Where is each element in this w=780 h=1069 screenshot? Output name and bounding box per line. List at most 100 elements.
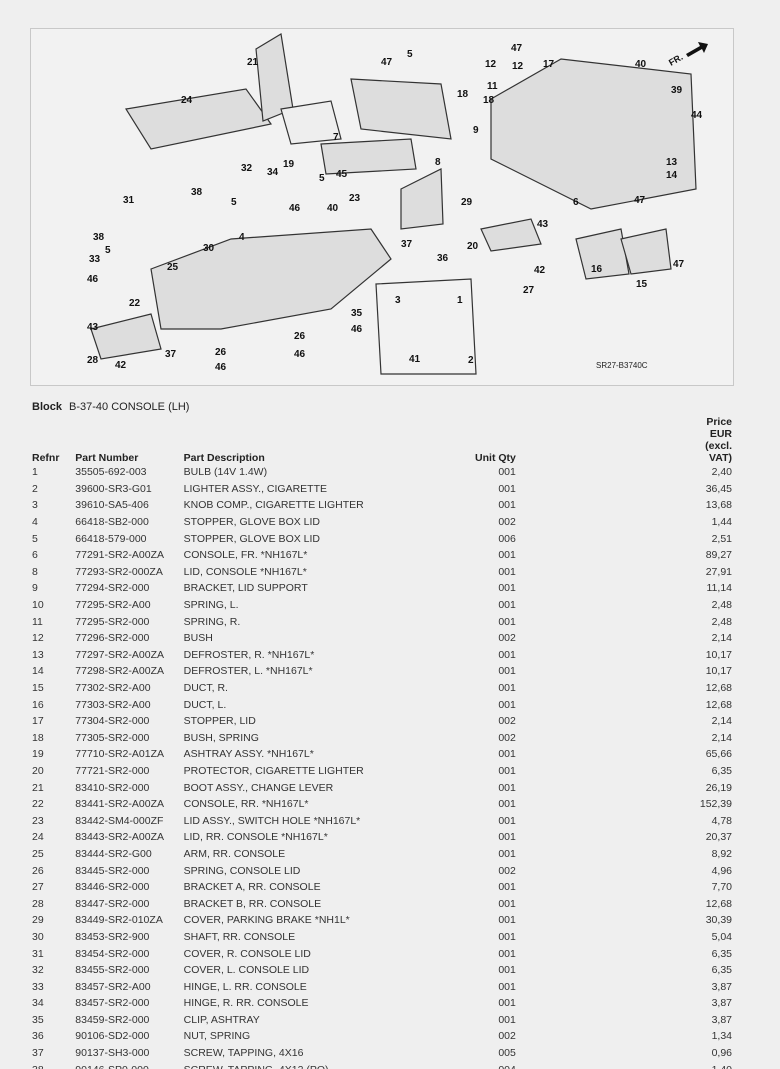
cell-part-number[interactable]: 35505-692-003 — [75, 466, 147, 479]
bracket-a-shape — [480, 218, 542, 252]
callout-number: 5 — [407, 49, 413, 60]
cell-price: 12,68 — [705, 897, 732, 910]
cell-part-number[interactable]: 77295-SR2-000 — [75, 615, 150, 628]
callout-number: 43 — [537, 219, 549, 230]
callout-number: 5 — [231, 197, 237, 208]
header-price: Price EUR(excl. VAT) — [696, 416, 736, 464]
callout-number: 9 — [473, 125, 479, 136]
cell-unit-qty: 005 — [498, 1047, 516, 1060]
cell-part-number[interactable]: 66418-579-000 — [75, 532, 147, 545]
callout-number: 33 — [89, 254, 101, 265]
cell-part-number[interactable]: 77710-SR2-A01ZA — [75, 748, 164, 761]
cell-part-number[interactable]: 77294-SR2-000 — [75, 582, 150, 595]
lighter-box — [375, 278, 477, 375]
cell-unit-qty: 002 — [498, 632, 516, 645]
cell-part-number[interactable]: 83447-SR2-000 — [75, 897, 150, 910]
cell-description: NUT, SPRING — [183, 1030, 251, 1043]
callout-number: 31 — [123, 195, 135, 206]
cell-description: BULB (14V 1.4W) — [183, 466, 268, 479]
callout-number: 16 — [591, 264, 603, 275]
callout-number: 40 — [327, 203, 339, 214]
callout-number: 46 — [215, 362, 227, 373]
cell-refnr: 8 — [32, 565, 38, 578]
callout-number: 25 — [167, 262, 179, 273]
cell-part-number[interactable]: 77297-SR2-A00ZA — [75, 648, 164, 661]
cell-part-number[interactable]: 83449-SR2-010ZA — [75, 914, 163, 927]
cell-part-number[interactable]: 83445-SR2-000 — [75, 864, 150, 877]
header-price-line1: Price EUR — [706, 416, 732, 440]
cell-part-number[interactable]: 90137-SH3-000 — [75, 1047, 150, 1060]
cell-part-number[interactable]: 77298-SR2-A00ZA — [75, 665, 164, 678]
cell-unit-qty: 001 — [498, 665, 516, 678]
boot-frame-shape — [280, 100, 342, 145]
cell-part-number[interactable]: 83457-SR2-000 — [75, 997, 150, 1010]
cell-part-number[interactable]: 66418-SB2-000 — [75, 516, 149, 529]
cell-part-number[interactable]: 77295-SR2-A00 — [75, 599, 151, 612]
cell-part-number[interactable]: 83441-SR2-A00ZA — [75, 798, 164, 811]
callout-number: 1 — [457, 295, 463, 306]
cell-refnr: 30 — [32, 930, 44, 943]
callout-number: 17 — [543, 59, 555, 70]
callout-number: 29 — [461, 197, 473, 208]
cell-unit-qty: 002 — [498, 1030, 516, 1043]
header-refnr: Refnr — [32, 452, 60, 464]
cell-description: LID ASSY., SWITCH HOLE *NH167L* — [183, 814, 361, 827]
cell-description: COVER, PARKING BRAKE *NH1L* — [183, 914, 350, 927]
callout-number: 14 — [666, 170, 678, 181]
header-part-number: Part Number — [75, 452, 139, 464]
cell-part-number[interactable]: 77303-SR2-A00 — [75, 698, 151, 711]
cell-price: 6,35 — [711, 764, 732, 777]
cell-part-number[interactable]: 83453-SR2-900 — [75, 930, 150, 943]
callout-number: 38 — [93, 232, 105, 243]
cell-part-number[interactable]: 83443-SR2-A00ZA — [75, 831, 164, 844]
cell-price: 27,91 — [705, 565, 732, 578]
cell-part-number[interactable]: 83459-SR2-000 — [75, 1013, 150, 1026]
cell-description: DEFROSTER, R. *NH167L* — [183, 648, 315, 661]
cell-part-number[interactable]: 77304-SR2-000 — [75, 715, 150, 728]
cell-part-number[interactable]: 83446-SR2-000 — [75, 881, 150, 894]
cell-description: DUCT, R. — [183, 682, 228, 695]
cell-part-number[interactable]: 39610-SA5-406 — [75, 499, 149, 512]
cell-unit-qty: 002 — [498, 516, 516, 529]
cell-refnr: 23 — [32, 814, 44, 827]
cell-part-number[interactable]: 77291-SR2-A00ZA — [75, 549, 164, 562]
cell-unit-qty: 001 — [498, 582, 516, 595]
cell-part-number[interactable]: 83410-SR2-000 — [75, 781, 150, 794]
cell-price: 12,68 — [705, 682, 732, 695]
front-arrow-icon — [686, 42, 708, 57]
callout-number: 15 — [636, 279, 648, 290]
cell-part-number[interactable]: 77293-SR2-000ZA — [75, 565, 163, 578]
cell-refnr: 26 — [32, 864, 44, 877]
callout-number: 34 — [267, 167, 279, 178]
cell-part-number[interactable]: 83457-SR2-A00 — [75, 980, 151, 993]
cell-description: STOPPER, GLOVE BOX LID — [183, 532, 320, 545]
cell-description: LID, RR. CONSOLE *NH167L* — [183, 831, 328, 844]
cell-part-number[interactable]: 90106-SD2-000 — [75, 1030, 150, 1043]
cell-refnr: 14 — [32, 665, 44, 678]
cell-part-number[interactable]: 83455-SR2-000 — [75, 964, 150, 977]
cell-refnr: 10 — [32, 599, 44, 612]
callout-number: 13 — [666, 157, 678, 168]
cell-part-number[interactable]: 77296-SR2-000 — [75, 632, 150, 645]
cell-part-number[interactable]: 77302-SR2-A00 — [75, 682, 151, 695]
cell-part-number[interactable]: 77721-SR2-000 — [75, 764, 150, 777]
cell-part-number[interactable]: 83454-SR2-000 — [75, 947, 150, 960]
duct-l-shape — [575, 228, 630, 280]
cell-description: BOOT ASSY., CHANGE LEVER — [183, 781, 334, 794]
cell-part-number[interactable]: 83442-SM4-000ZF — [75, 814, 164, 827]
cell-part-number[interactable]: 77305-SR2-000 — [75, 731, 150, 744]
cell-price: 89,27 — [705, 549, 732, 562]
cell-part-number[interactable]: 90146-SP0-000 — [71, 1061, 179, 1069]
cell-part-number[interactable]: 83444-SR2-G00 — [75, 847, 152, 860]
cell-part-number[interactable]: 39600-SR3-G01 — [75, 482, 152, 495]
